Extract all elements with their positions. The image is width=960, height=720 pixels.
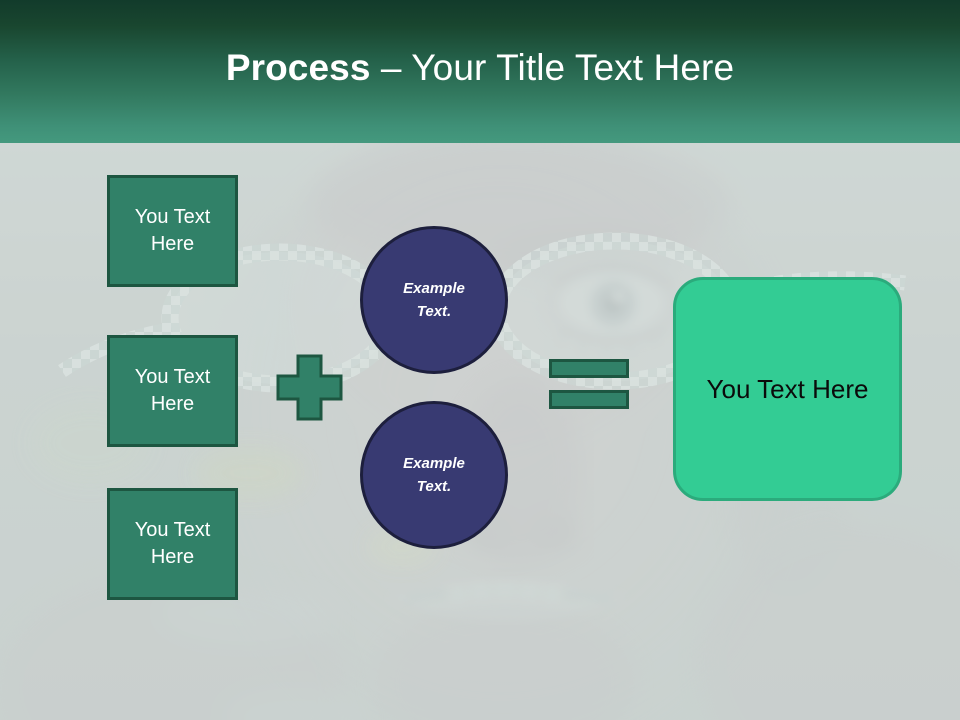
example-circle-2-line2: Text. [416, 478, 452, 495]
example-circle-1-line1: Example [403, 280, 465, 297]
example-circle-1-line2: Text. [416, 303, 452, 320]
input-box-1-line1: You Text [134, 206, 211, 228]
background-photo [0, 143, 960, 720]
page-title: Process – Your Title Text Here [0, 46, 960, 90]
input-box-1-line2: Here [150, 233, 195, 255]
input-box-3[interactable]: You Text Here [107, 488, 238, 600]
equals-bar-top [549, 359, 629, 378]
plus-sign-icon [276, 354, 343, 421]
page-title-rest: – Your Title Text Here [370, 47, 735, 88]
title-banner: Process – Your Title Text Here [0, 0, 960, 143]
input-box-2-line1: You Text [134, 366, 211, 388]
equals-bar-bottom [549, 390, 629, 409]
input-box-2-label: You Text Here [135, 364, 211, 418]
input-box-2[interactable]: You Text Here [107, 335, 238, 447]
input-box-3-label: You Text Here [135, 517, 211, 571]
example-circle-2[interactable]: Example Text. [360, 401, 508, 549]
input-box-3-line2: Here [150, 546, 195, 568]
example-circle-2-line1: Example [403, 455, 465, 472]
result-box-label: You Text Here [706, 374, 869, 404]
example-circle-1[interactable]: Example Text. [360, 226, 508, 374]
input-box-2-line2: Here [150, 393, 195, 415]
input-box-1-label: You Text Here [135, 204, 211, 258]
equals-sign-icon [549, 359, 629, 409]
result-box[interactable]: You Text Here [673, 277, 902, 501]
input-box-3-line1: You Text [134, 519, 211, 541]
input-box-1[interactable]: You Text Here [107, 175, 238, 287]
page-title-strong: Process [225, 47, 371, 88]
